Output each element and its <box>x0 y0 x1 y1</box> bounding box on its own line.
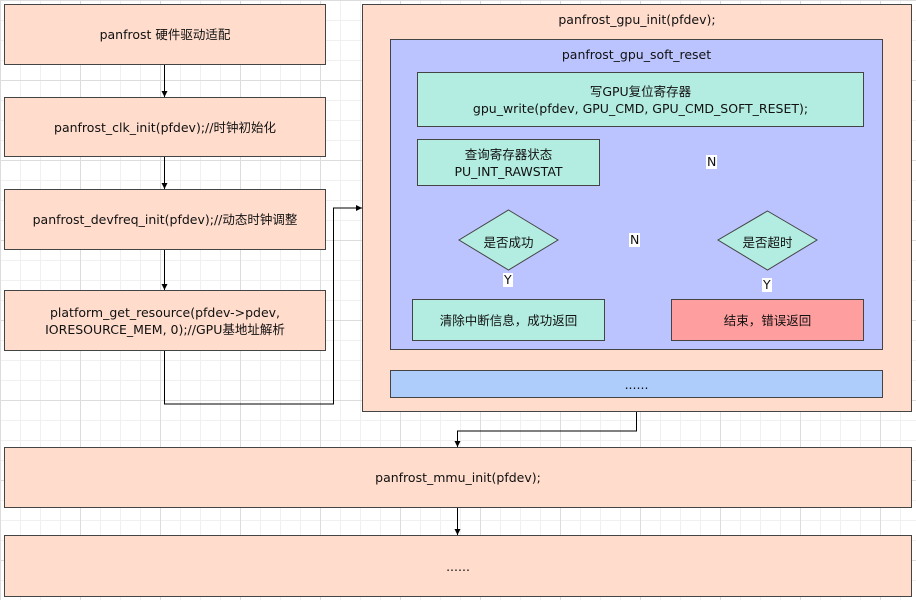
soft-reset-title: panfrost_gpu_soft_reset <box>561 47 712 62</box>
clk-init-label: panfrost_clk_init(pfdev);//时钟初始化 <box>54 119 276 135</box>
decision-success-diamond <box>458 209 559 271</box>
gpu-init-ellipsis-box: ...... <box>390 370 883 398</box>
adapt-label: panfrost 硬件驱动适配 <box>99 27 231 42</box>
decision-timeout-label: 是否超时 <box>742 235 793 250</box>
edge-label-timeout-y: Y <box>762 277 772 292</box>
query-status-line2: PU_INT_RAWSTAT <box>454 163 563 179</box>
query-status-box: 查询寄存器状态 PU_INT_RAWSTAT <box>417 139 600 186</box>
end-error-box: 结束，错误返回 <box>671 299 864 341</box>
write-register-line1: 写GPU复位寄存器 <box>589 83 692 99</box>
write-register-box: 写GPU复位寄存器 gpu_write(pfdev, GPU_CMD, GPU_… <box>417 72 864 127</box>
gpu-init-title: panfrost_gpu_init(pfdev); <box>558 12 716 27</box>
mmu-init-label: panfrost_mmu_init(pfdev); <box>375 470 541 485</box>
devfreq-init-box: panfrost_devfreq_init(pfdev);//动态时钟调整 <box>4 189 326 250</box>
bottom-ellipsis-box: ...... <box>4 535 912 597</box>
decision-timeout-diamond <box>717 210 818 271</box>
edge-gpu-init-to-mmu <box>454 412 637 447</box>
edge-label-success-y: Y <box>503 272 513 287</box>
devfreq-init-label: panfrost_devfreq_init(pfdev);//动态时钟调整 <box>32 212 298 227</box>
edge-resource-to-gpu-init <box>164 205 362 405</box>
get-resource-box: platform_get_resource(pfdev->pdev, IORES… <box>4 290 326 351</box>
clear-success-label: 清除中断信息，成功返回 <box>439 312 578 328</box>
clk-init-box: panfrost_clk_init(pfdev);//时钟初始化 <box>4 97 326 157</box>
end-error-label: 结束，错误返回 <box>723 312 812 328</box>
adapt-box: panfrost 硬件驱动适配 <box>4 4 326 65</box>
write-register-line2: gpu_write(pfdev, GPU_CMD, GPU_CMD_SOFT_R… <box>472 100 809 116</box>
mmu-init-box: panfrost_mmu_init(pfdev); <box>4 447 912 508</box>
edge-label-timeout-n: N <box>706 154 718 169</box>
clear-success-box: 清除中断信息，成功返回 <box>412 299 605 341</box>
get-resource-line2: IORESOURCE_MEM, 0);//GPU基地址解析 <box>45 321 285 337</box>
edge-label-success-n: N <box>629 232 641 247</box>
bottom-ellipsis-label: ...... <box>446 558 470 574</box>
query-status-line1: 查询寄存器状态 <box>464 146 553 162</box>
decision-success-label: 是否成功 <box>483 235 534 250</box>
gpu-init-ellipsis-label: ...... <box>624 376 649 392</box>
get-resource-line1: platform_get_resource(pfdev->pdev, <box>49 304 281 320</box>
